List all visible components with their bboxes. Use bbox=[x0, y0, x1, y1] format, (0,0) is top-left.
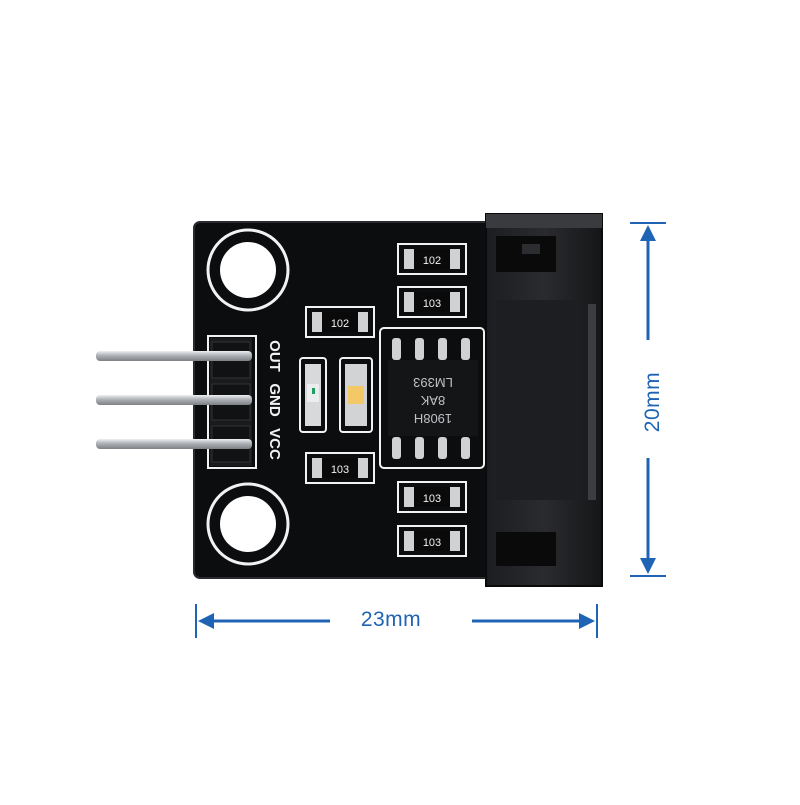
pin-label-out: OUT bbox=[266, 340, 283, 372]
width-dimension-arrow bbox=[195, 604, 598, 638]
lm393-ic: 1908H 8AK LM393 bbox=[379, 327, 485, 469]
led-indicator-green bbox=[299, 357, 327, 433]
width-dimension-label: 23mm bbox=[360, 608, 422, 631]
resistor-r2: 103 bbox=[397, 286, 467, 318]
resistor-code: 103 bbox=[423, 537, 441, 549]
mounting-hole-top bbox=[206, 228, 290, 312]
pin-gnd bbox=[96, 395, 252, 405]
pin-labels: OUT GND VCC bbox=[266, 340, 283, 460]
resistor-code: 102 bbox=[423, 255, 441, 267]
resistor-code: 102 bbox=[331, 318, 349, 330]
resistor-r5: 103 bbox=[397, 481, 467, 513]
ic-marking-line3: LM393 bbox=[413, 375, 453, 390]
resistor-code: 103 bbox=[331, 464, 349, 476]
led-indicator-yellow bbox=[339, 357, 373, 433]
header-pins bbox=[96, 351, 252, 449]
resistor-code: 103 bbox=[423, 493, 441, 505]
mounting-hole-bottom bbox=[206, 482, 290, 566]
resistor-r1: 102 bbox=[397, 243, 467, 275]
height-dimension-label: 20mm bbox=[641, 371, 664, 433]
resistor-code: 103 bbox=[423, 298, 441, 310]
height-dimension-arrow bbox=[630, 222, 666, 577]
pin-label-gnd: GND bbox=[266, 383, 283, 417]
resistor-r3: 102 bbox=[305, 306, 375, 338]
ic-marking-line1: 1908H bbox=[414, 411, 452, 426]
pin-label-vcc: VCC bbox=[266, 428, 283, 460]
pin-out bbox=[96, 351, 252, 361]
slot-optocoupler bbox=[485, 213, 603, 587]
resistor-r6: 103 bbox=[397, 525, 467, 557]
resistor-r4: 103 bbox=[305, 452, 375, 484]
pin-vcc bbox=[96, 439, 252, 449]
ic-marking-line2: 8AK bbox=[420, 393, 445, 408]
